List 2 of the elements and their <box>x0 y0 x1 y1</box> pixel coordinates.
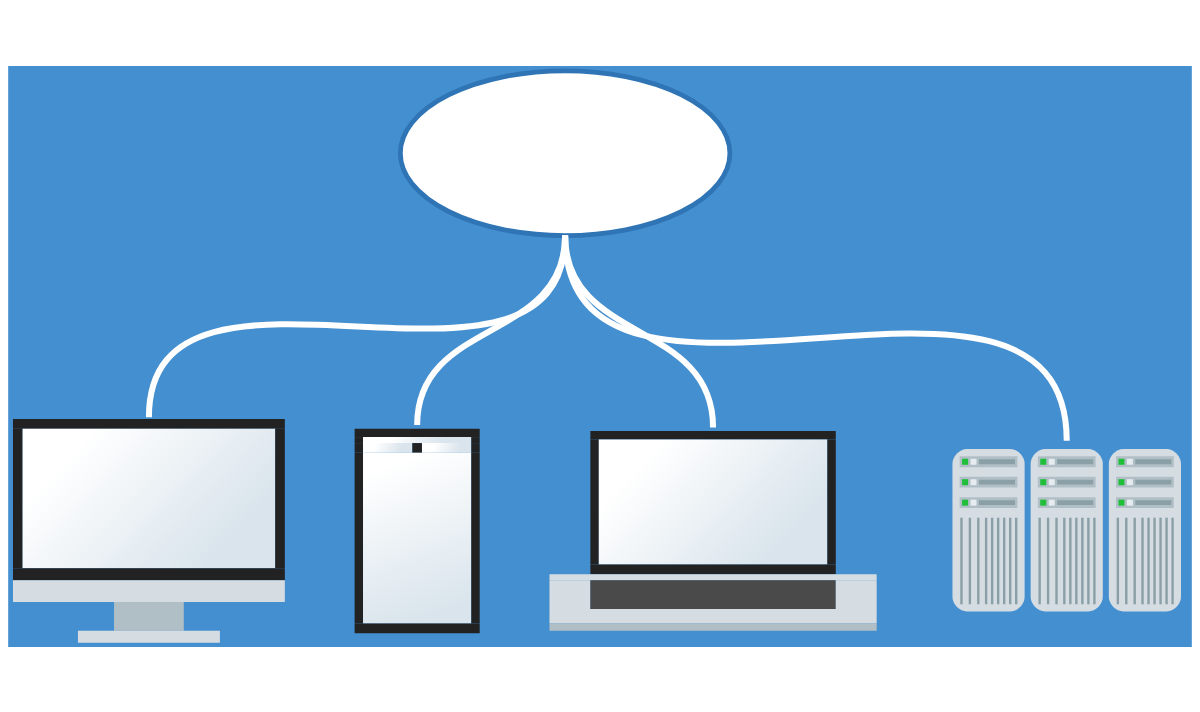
connector <box>562 234 1070 441</box>
node-cloud <box>397 67 733 238</box>
